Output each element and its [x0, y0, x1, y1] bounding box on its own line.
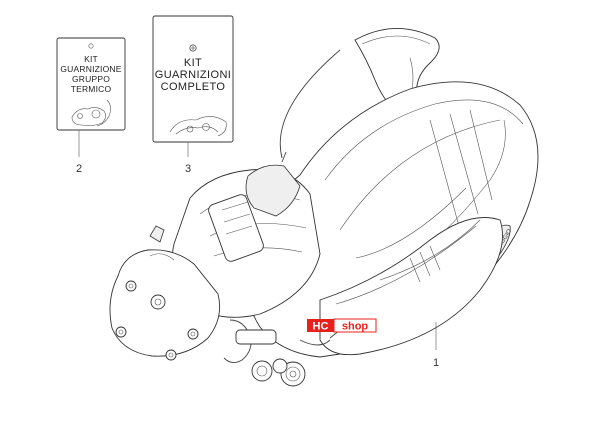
- hc-shop-watermark: HC shop: [307, 318, 377, 333]
- bolt-holes: [115, 280, 199, 361]
- engine-assembly-drawing[interactable]: PIAGGIO: [109, 28, 539, 387]
- kit-3-line-2: GUARNIZIONI: [155, 69, 232, 81]
- piaggio-logo-icon: [189, 44, 197, 52]
- kit-3-line-3: COMPLETO: [161, 81, 226, 93]
- callout-3: 3: [185, 142, 191, 175]
- kit-2-line-3: GRUPPO: [72, 74, 110, 84]
- piaggio-logo-icon: [88, 43, 94, 49]
- watermark-hc: HC: [313, 321, 329, 333]
- callout-2-label: 2: [76, 163, 82, 175]
- watermark-shop: shop: [342, 321, 369, 333]
- gasket-icon: [169, 116, 227, 137]
- gasket-icon: [71, 99, 111, 127]
- kit-3-line-1: KIT: [184, 57, 202, 69]
- callout-1: 1: [433, 322, 439, 369]
- kit-gasket-cylinder-card[interactable]: KIT GUARNIZIONE GRUPPO TERMICO: [56, 37, 126, 131]
- callout-1-label: 1: [433, 357, 439, 369]
- callout-2: 2: [76, 130, 82, 175]
- axle-hub: [251, 358, 306, 387]
- kit-2-line-4: TERMICO: [71, 84, 112, 94]
- callout-3-label: 3: [185, 163, 191, 175]
- kit-2-line-1: KIT: [84, 54, 98, 64]
- kit-2-line-2: GUARNIZIONE: [60, 64, 121, 74]
- kit-gasket-complete-card[interactable]: KIT GUARNIZIONI COMPLETO: [152, 15, 234, 143]
